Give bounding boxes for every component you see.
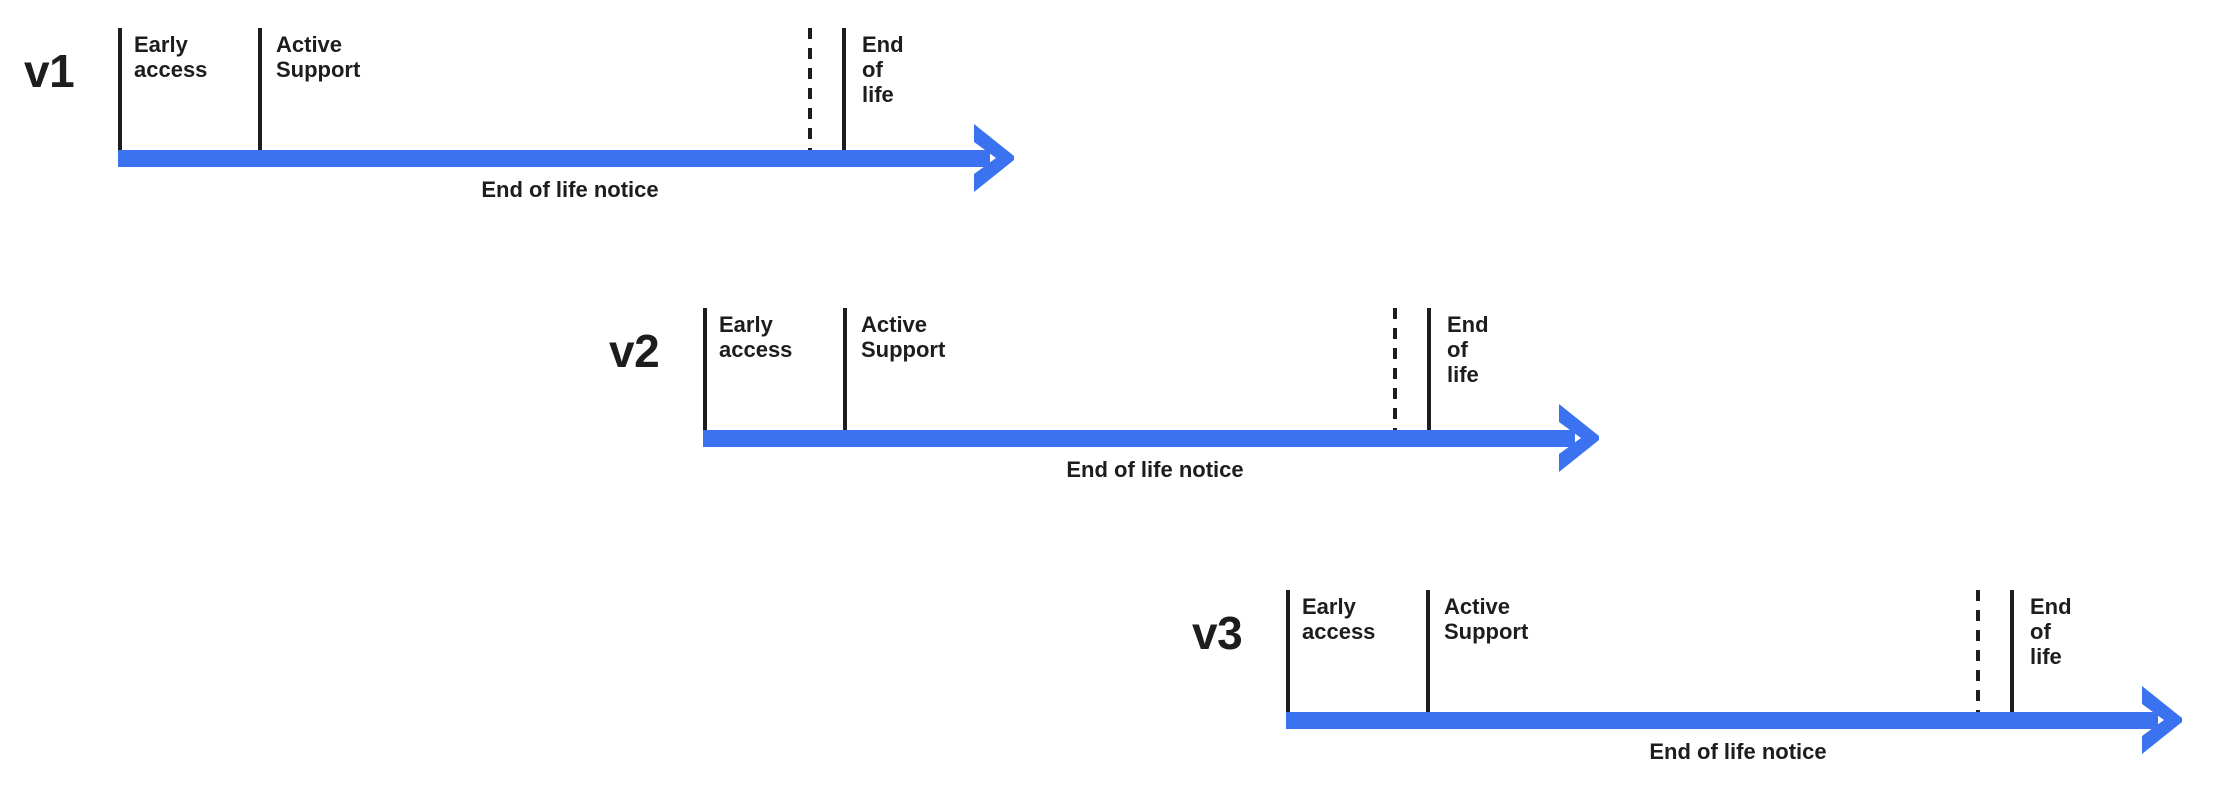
phase-label-active-support: Active Support	[861, 312, 946, 362]
phase-divider-early-active	[1426, 590, 1430, 712]
phase-divider-start	[118, 28, 122, 150]
phase-divider-start	[703, 308, 707, 430]
phase-label-end-of-life: End of life	[2030, 594, 2072, 669]
phase-label-end-of-life: End of life	[1447, 312, 1489, 387]
end-of-life-notice-marker	[808, 28, 812, 150]
end-of-life-notice-label: End of life notice	[1649, 739, 1827, 764]
phase-divider-eol	[1427, 308, 1431, 430]
timeline-bar	[118, 150, 990, 167]
version-label: v3	[1192, 607, 1243, 659]
phase-divider-start	[1286, 590, 1290, 712]
version-label: v2	[609, 325, 660, 377]
phase-label-early-access: Early access	[1302, 594, 1376, 644]
timeline-arrow-icon	[968, 124, 1020, 192]
phase-divider-eol	[842, 28, 846, 150]
phase-label-end-of-life: End of life	[862, 32, 904, 107]
end-of-life-notice-marker	[1393, 308, 1397, 430]
version-label: v1	[24, 45, 75, 97]
phase-divider-early-active	[258, 28, 262, 150]
timeline-bar	[703, 430, 1575, 447]
phase-label-early-access: Early access	[134, 32, 208, 82]
end-of-life-notice-label: End of life notice	[1066, 457, 1244, 482]
phase-divider-eol	[2010, 590, 2014, 712]
phase-label-early-access: Early access	[719, 312, 793, 362]
phase-divider-early-active	[843, 308, 847, 430]
timeline-arrow-icon	[1553, 404, 1605, 472]
end-of-life-notice-label: End of life notice	[481, 177, 659, 202]
end-of-life-notice-marker	[1976, 590, 1980, 712]
timeline-arrow-icon	[2136, 686, 2188, 754]
phase-label-active-support: Active Support	[276, 32, 361, 82]
timeline-bar	[1286, 712, 2158, 729]
phase-label-active-support: Active Support	[1444, 594, 1529, 644]
